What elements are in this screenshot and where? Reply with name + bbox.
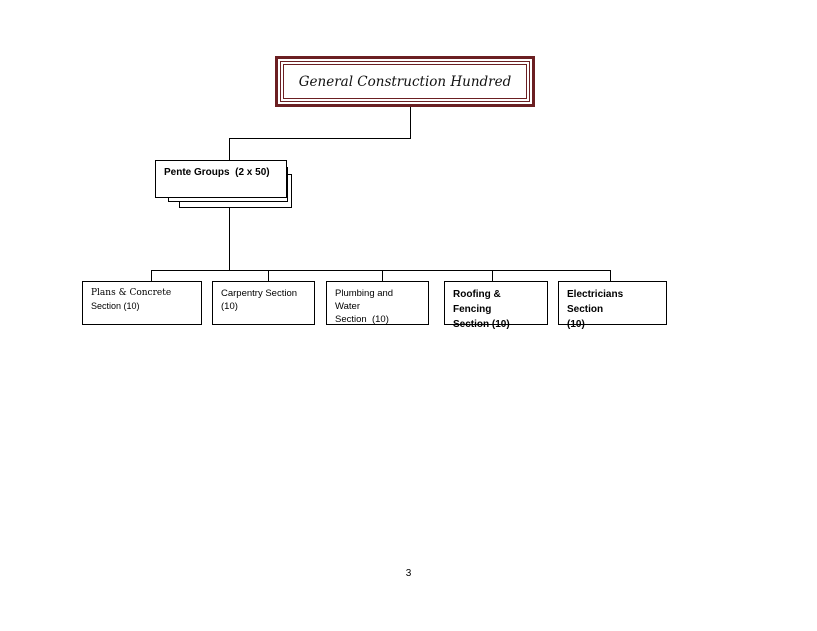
connector-sections-bus bbox=[151, 270, 611, 271]
section-node-line2: (10) bbox=[221, 301, 238, 312]
connector-section-4 bbox=[492, 270, 493, 281]
section-node-carpentry: Carpentry Section (10) bbox=[212, 281, 315, 325]
connector-section-5 bbox=[610, 270, 611, 281]
connector-root-down bbox=[410, 107, 411, 139]
section-node-plumbing-water: Plumbing and Water Section (10) bbox=[326, 281, 429, 325]
section-node-line2: Section (10) bbox=[91, 301, 140, 311]
root-node-label: General Construction Hundred bbox=[298, 73, 512, 90]
section-node-roofing-fencing: Roofing & Fencing Section (10) bbox=[444, 281, 548, 330]
section-node-line1: Plans & Concrete bbox=[91, 288, 172, 298]
group-node-label: Pente Groups (2 x 50) bbox=[164, 167, 270, 178]
section-node-line1: Plumbing and Water bbox=[335, 288, 394, 312]
connector-root-horizontal bbox=[229, 138, 411, 139]
connector-to-group bbox=[229, 138, 230, 160]
section-node-electricians: Electricians Section (10) bbox=[558, 281, 667, 330]
connector-section-1 bbox=[151, 270, 152, 281]
section-node-line1: Roofing & Fencing bbox=[453, 289, 501, 315]
section-node-line2: Section (10) bbox=[335, 314, 389, 325]
section-node-line1: Electricians Section bbox=[567, 289, 624, 315]
connector-section-3 bbox=[382, 270, 383, 281]
connector-group-down bbox=[229, 208, 230, 270]
root-node: General Construction Hundred bbox=[275, 56, 535, 107]
section-node-line2: Section (10) bbox=[453, 319, 510, 330]
section-node-plans-concrete: Plans & Concrete Section (10) bbox=[82, 281, 202, 325]
page-number: 3 bbox=[405, 568, 412, 579]
group-node: Pente Groups (2 x 50) bbox=[155, 160, 287, 198]
section-node-line1: Carpentry Section bbox=[221, 288, 298, 299]
section-node-line2: (10) bbox=[567, 319, 585, 330]
root-node-inner: General Construction Hundred bbox=[283, 64, 527, 99]
connector-section-2 bbox=[268, 270, 269, 281]
